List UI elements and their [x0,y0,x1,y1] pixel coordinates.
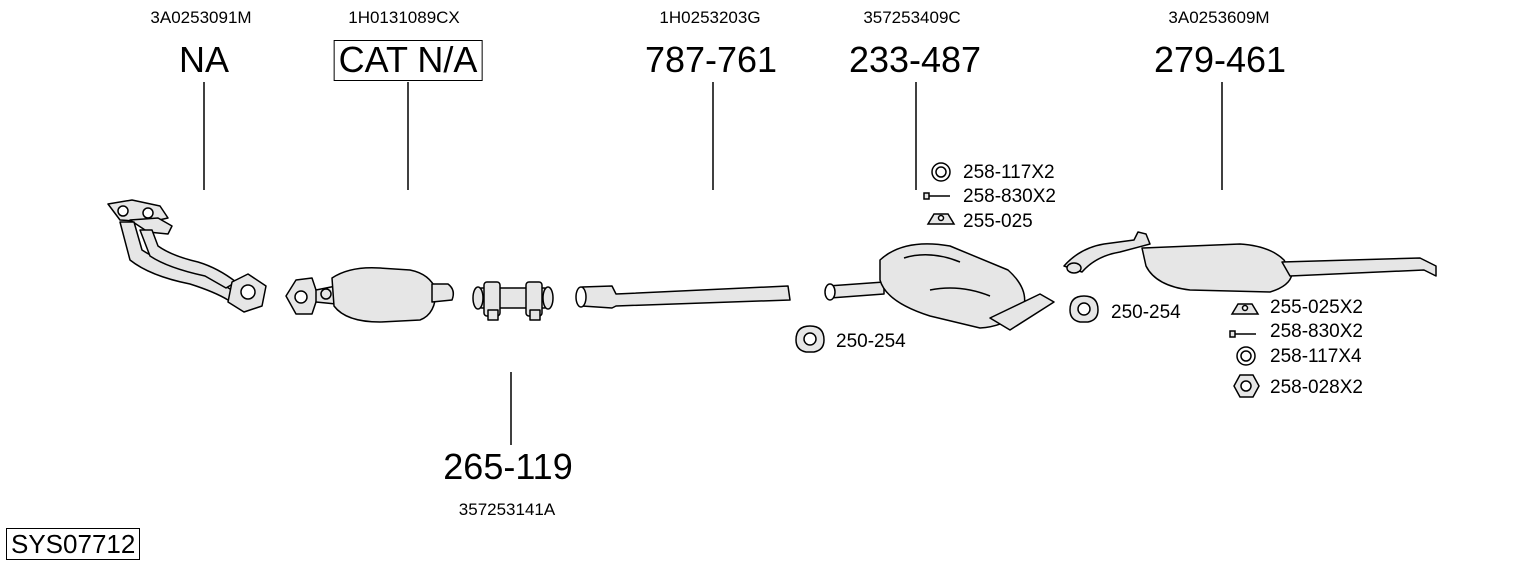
accessory-label: 258-117X4 [1270,346,1362,367]
ref-middle-silencer: 357253409C [863,8,961,27]
ref-catalyst: 1H0131089CX [348,8,460,27]
clamp-icon [795,325,825,353]
part-number-rear-silencer: 279-461 [1153,39,1287,80]
clamp-label: 250-254 [1111,302,1181,323]
bolt-icon [923,192,950,200]
ref-connector: 357253141A [458,500,556,519]
ref-rear-silencer: 3A0253609M [1168,8,1270,27]
rubber-mount-icon [926,213,956,225]
accessory-label: 255-025X2 [1270,297,1363,318]
accessory-label: 255-025 [963,211,1033,232]
accessory-label: 258-830X2 [963,186,1056,207]
rubber-mount-icon [1230,303,1260,315]
middle-silencer-part [824,243,1055,331]
ref-manifold: 3A0253091M [150,8,252,27]
clamp-icon [1069,295,1099,323]
clamp-label: 250-254 [836,331,906,352]
part-number-middle-silencer: 233-487 [848,39,982,80]
ref-front-pipe: 1H0253203G [659,8,761,27]
part-number-connector: 265-119 [443,446,573,487]
ring-icon [1236,346,1256,366]
connector-part [472,281,554,321]
part-number-manifold: NA [178,39,230,80]
catalyst-part [285,266,455,323]
bolt-icon [1229,330,1256,338]
part-number-front-pipe: 787-761 [644,39,778,80]
accessory-label: 258-117X2 [963,162,1055,183]
accessory-label: 258-830X2 [1270,321,1363,342]
rear-silencer-part [1063,231,1437,293]
manifold-part [107,199,267,313]
ring-icon [931,162,951,182]
nut-icon [1233,374,1260,398]
accessory-label: 258-028X2 [1270,377,1363,398]
front-pipe-part [575,285,791,309]
part-number-catalyst: CAT N/A [333,40,483,81]
system-code: SYS07712 [6,528,141,560]
